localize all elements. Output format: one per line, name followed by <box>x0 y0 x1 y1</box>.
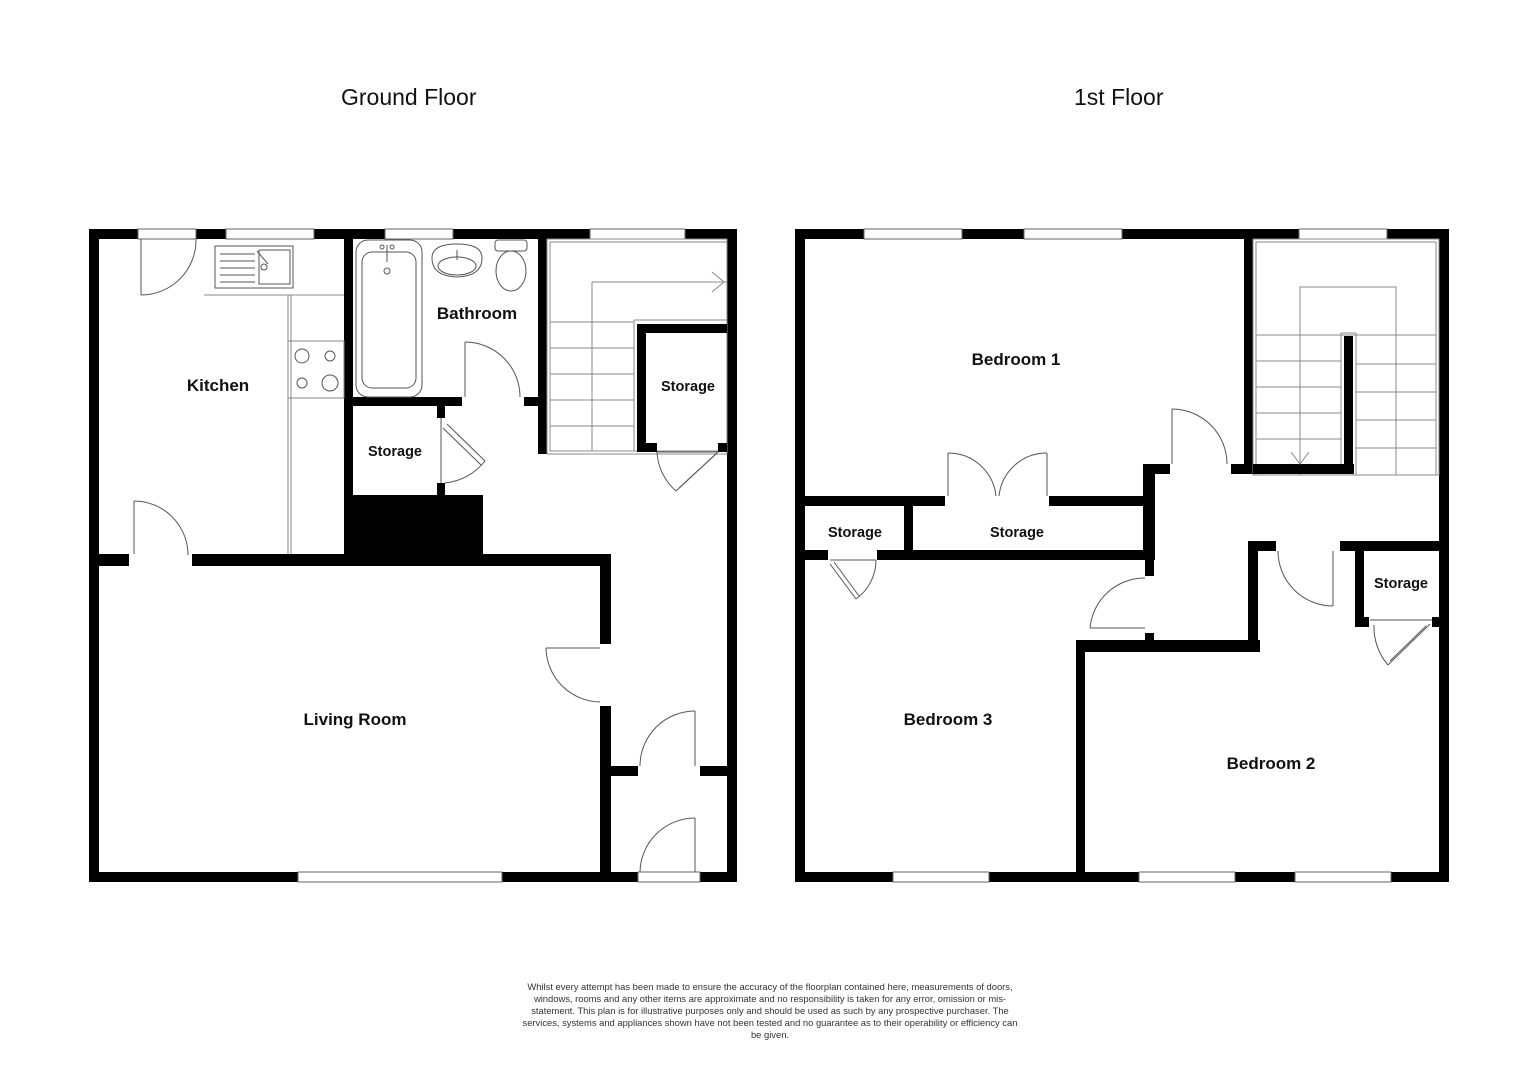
room-label-bedroom-2: Bedroom 2 <box>1227 754 1316 773</box>
first-floor-title: 1st Floor <box>1074 84 1164 110</box>
disclaimer-text: Whilst every attempt has been made to en… <box>522 981 1018 1040</box>
room-label-first-storage-right: Storage <box>1374 576 1428 592</box>
ground-floor-title: Ground Floor <box>341 84 477 110</box>
room-label-bedroom-1: Bedroom 1 <box>972 350 1061 369</box>
room-label-first-storage-left: Storage <box>828 525 882 541</box>
room-label-kitchen: Kitchen <box>187 376 249 395</box>
ground-floor-plan <box>89 228 737 883</box>
room-label-bedroom-3: Bedroom 3 <box>904 710 993 729</box>
room-label-ground-storage-right: Storage <box>661 379 715 395</box>
room-label-living-room: Living Room <box>304 710 407 729</box>
room-label-ground-storage-left: Storage <box>368 444 422 460</box>
first-floor-plan <box>795 228 1449 883</box>
room-label-first-storage-middle: Storage <box>990 525 1044 541</box>
room-label-bathroom: Bathroom <box>437 304 517 323</box>
